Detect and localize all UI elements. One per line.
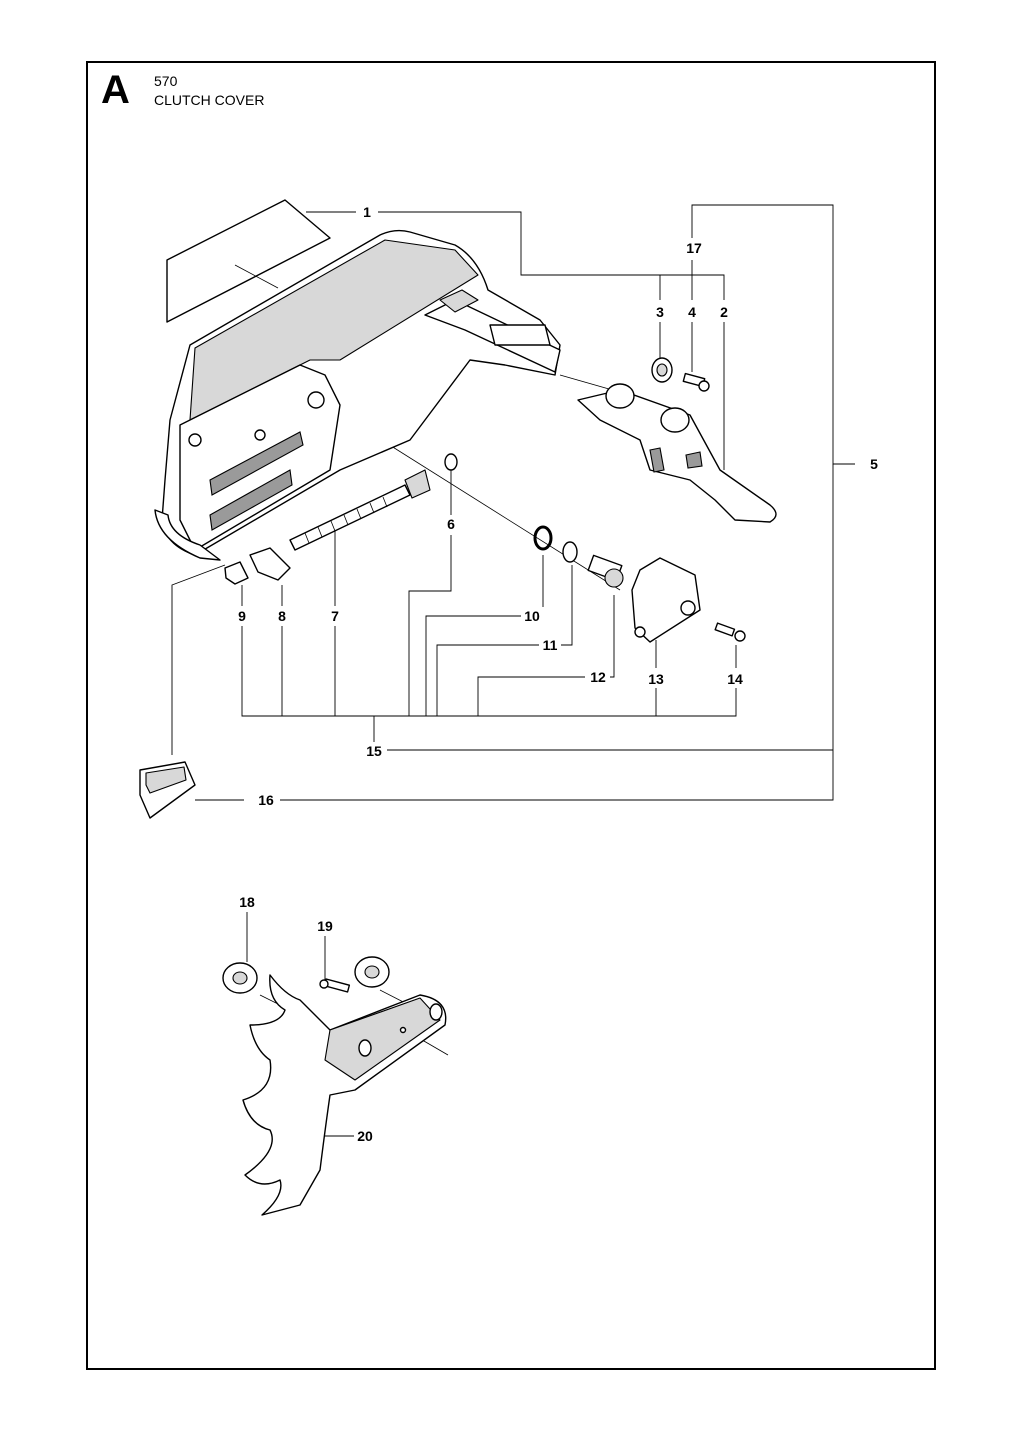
- nut-right-part: [354, 956, 390, 988]
- clutch-cover-part: [154, 229, 561, 561]
- model-number: 570: [154, 73, 178, 89]
- plate-13-part: [631, 557, 701, 643]
- washer-11-part: [562, 541, 578, 563]
- screw-19-part: [319, 978, 351, 993]
- callout-11: 11: [543, 637, 558, 653]
- callout-12: 12: [590, 669, 606, 685]
- callout-19: 19: [317, 918, 333, 934]
- callout-14: 14: [727, 671, 743, 687]
- washer-6-part: [444, 453, 458, 471]
- callout-1: 1: [363, 204, 371, 220]
- callout-13: 13: [648, 671, 664, 687]
- callout-17: 17: [686, 240, 702, 256]
- screw-14-part: [714, 622, 746, 642]
- callout-7: 7: [331, 608, 339, 624]
- callout-15: 15: [366, 743, 382, 759]
- leader-lines: [171, 204, 855, 1137]
- callout-8: 8: [278, 608, 286, 624]
- gear-12-part: [587, 554, 624, 588]
- tensioner-screw-7-part: [289, 469, 431, 551]
- page-frame: [86, 61, 936, 1370]
- nut-18-part: [222, 962, 258, 994]
- callout-16: 16: [258, 792, 274, 808]
- pad-16-part: [139, 761, 196, 819]
- screw-4-part: [682, 372, 710, 392]
- callout-4: 4: [688, 304, 696, 320]
- callout-2: 2: [720, 304, 728, 320]
- decal-part: [166, 199, 331, 323]
- bumper-spike-20-part: [242, 974, 447, 1216]
- callout-10: 10: [524, 608, 540, 624]
- bar-guide-part: [577, 383, 777, 523]
- o-ring-10-part: [533, 525, 553, 551]
- callout-3: 3: [656, 304, 664, 320]
- section-letter: A: [101, 68, 130, 112]
- nut-3-part: [651, 357, 673, 383]
- plug-9-part: [224, 561, 249, 585]
- tensioner-nut-8-part: [249, 547, 291, 581]
- callout-5: 5: [870, 456, 878, 472]
- assembly-title: CLUTCH COVER: [154, 92, 265, 108]
- callout-18: 18: [239, 894, 255, 910]
- callout-6: 6: [447, 516, 455, 532]
- callout-20: 20: [357, 1128, 373, 1144]
- callout-9: 9: [238, 608, 246, 624]
- callout-labels: 1 2 3 4 5 6 7 8 9 10 11 12 13 14 15 16 1…: [238, 204, 878, 1144]
